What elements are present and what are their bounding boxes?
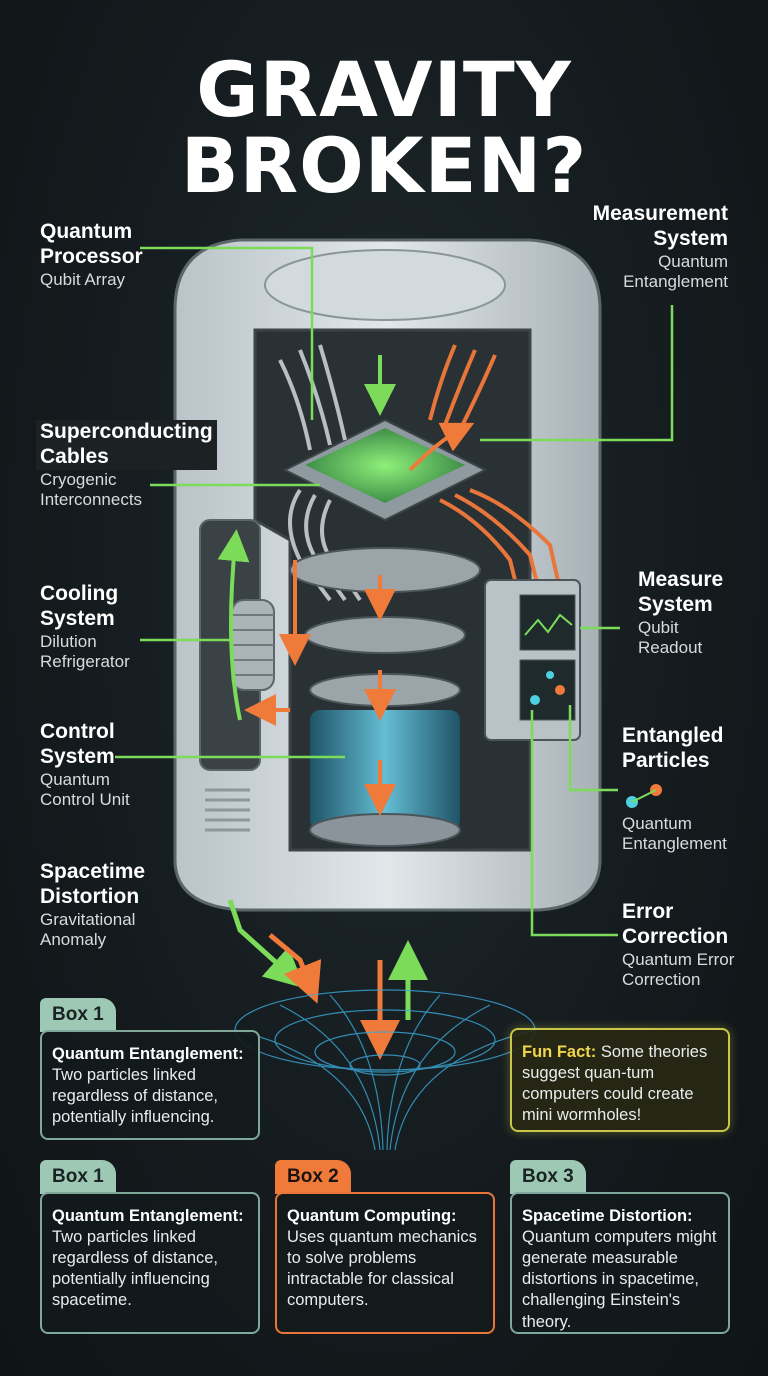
- leader-quantum-processor: [140, 246, 314, 420]
- page-title: GRAVITY BROKEN?: [180, 45, 588, 210]
- leader-measurement: [480, 305, 674, 442]
- label-title: Measure System: [638, 568, 724, 616]
- label-title: Measurement System: [592, 202, 728, 250]
- fun-fact-body: Some theories suggest quan-tum computers…: [522, 1043, 708, 1125]
- label-title: Cooling System: [40, 582, 119, 630]
- label-title: Entangled Particles: [622, 724, 724, 772]
- label-title: Control System: [40, 720, 115, 768]
- label-sub: Qubit Array: [40, 269, 126, 289]
- label-sub: Qubit Readout: [638, 617, 703, 657]
- label-title: Quantum Processor: [40, 220, 143, 268]
- label-quantum-processor: Quantum Processor Qubit Array: [40, 220, 143, 290]
- label-sub: Quantum Error Correction: [622, 949, 735, 989]
- fun-fact-key: Fun Fact:: [522, 1043, 597, 1061]
- info-box-1: Quantum Entanglement: Two particles link…: [40, 1192, 260, 1334]
- label-sub: Quantum Control Unit: [40, 769, 130, 809]
- box-tab: Box 1: [40, 998, 116, 1032]
- spacetime-grid: [234, 989, 536, 1151]
- label-entangled-particles: Entangled Particles Quantum Entanglement: [622, 724, 727, 854]
- box-heading: Quantum Entanglement:: [52, 1207, 244, 1225]
- label-control-system: Control System Quantum Control Unit: [40, 720, 130, 810]
- info-box-3: Spacetime Distortion: Quantum computers …: [510, 1192, 730, 1334]
- box-body: Quantum computers might generate measura…: [522, 1228, 717, 1331]
- box-body: Uses quantum mechanics to solve problems…: [287, 1228, 477, 1310]
- label-sub: Quantum Entanglement: [622, 813, 727, 853]
- box-body: Two particles linked regardless of dista…: [52, 1066, 219, 1127]
- box-heading: Quantum Entanglement:: [52, 1045, 244, 1063]
- label-cooling-system: Cooling System Dilution Refrigerator: [40, 582, 130, 672]
- label-sub: Quantum Entanglement: [623, 251, 728, 291]
- label-title: Error Correction: [622, 900, 729, 948]
- label-measurement-system: Measurement System Quantum Entanglement: [593, 202, 728, 292]
- entangled-particles-icon: [626, 784, 662, 808]
- box1-tab: Box 1: [40, 1160, 116, 1194]
- box-heading: Quantum Computing:: [287, 1207, 457, 1225]
- label-superconducting-cables: Superconducting Cables Cryogenic Interco…: [36, 420, 217, 510]
- leader-entangled: [568, 705, 618, 792]
- label-sub: Gravitational Anomaly: [40, 909, 136, 949]
- label-spacetime-distortion: Spacetime Distortion Gravitational Anoma…: [40, 860, 145, 950]
- label-title: Spacetime Distortion: [40, 860, 146, 908]
- box-body: Two particles linked regardless of dista…: [52, 1228, 219, 1310]
- label-error-correction: Error Correction Quantum Error Correctio…: [622, 900, 734, 990]
- info-box-2: Quantum Computing: Uses quantum mechanic…: [275, 1192, 495, 1334]
- label-sub: Dilution Refrigerator: [40, 631, 130, 671]
- cryostat-tank: [310, 710, 460, 830]
- fun-fact-box: Fun Fact: Some theories suggest quan-tum…: [510, 1028, 730, 1132]
- label-title: Superconducting Cables: [36, 420, 217, 470]
- label-sub: Cryogenic Interconnects: [40, 469, 143, 509]
- info-box-entanglement-top: Quantum Entanglement: Two particles link…: [40, 1030, 260, 1140]
- leader-error: [530, 710, 618, 937]
- box3-tab: Box 3: [510, 1160, 586, 1194]
- box-heading: Spacetime Distortion:: [522, 1207, 693, 1225]
- box2-tab: Box 2: [275, 1160, 351, 1194]
- label-measure-system: Measure System Qubit Readout: [638, 568, 723, 658]
